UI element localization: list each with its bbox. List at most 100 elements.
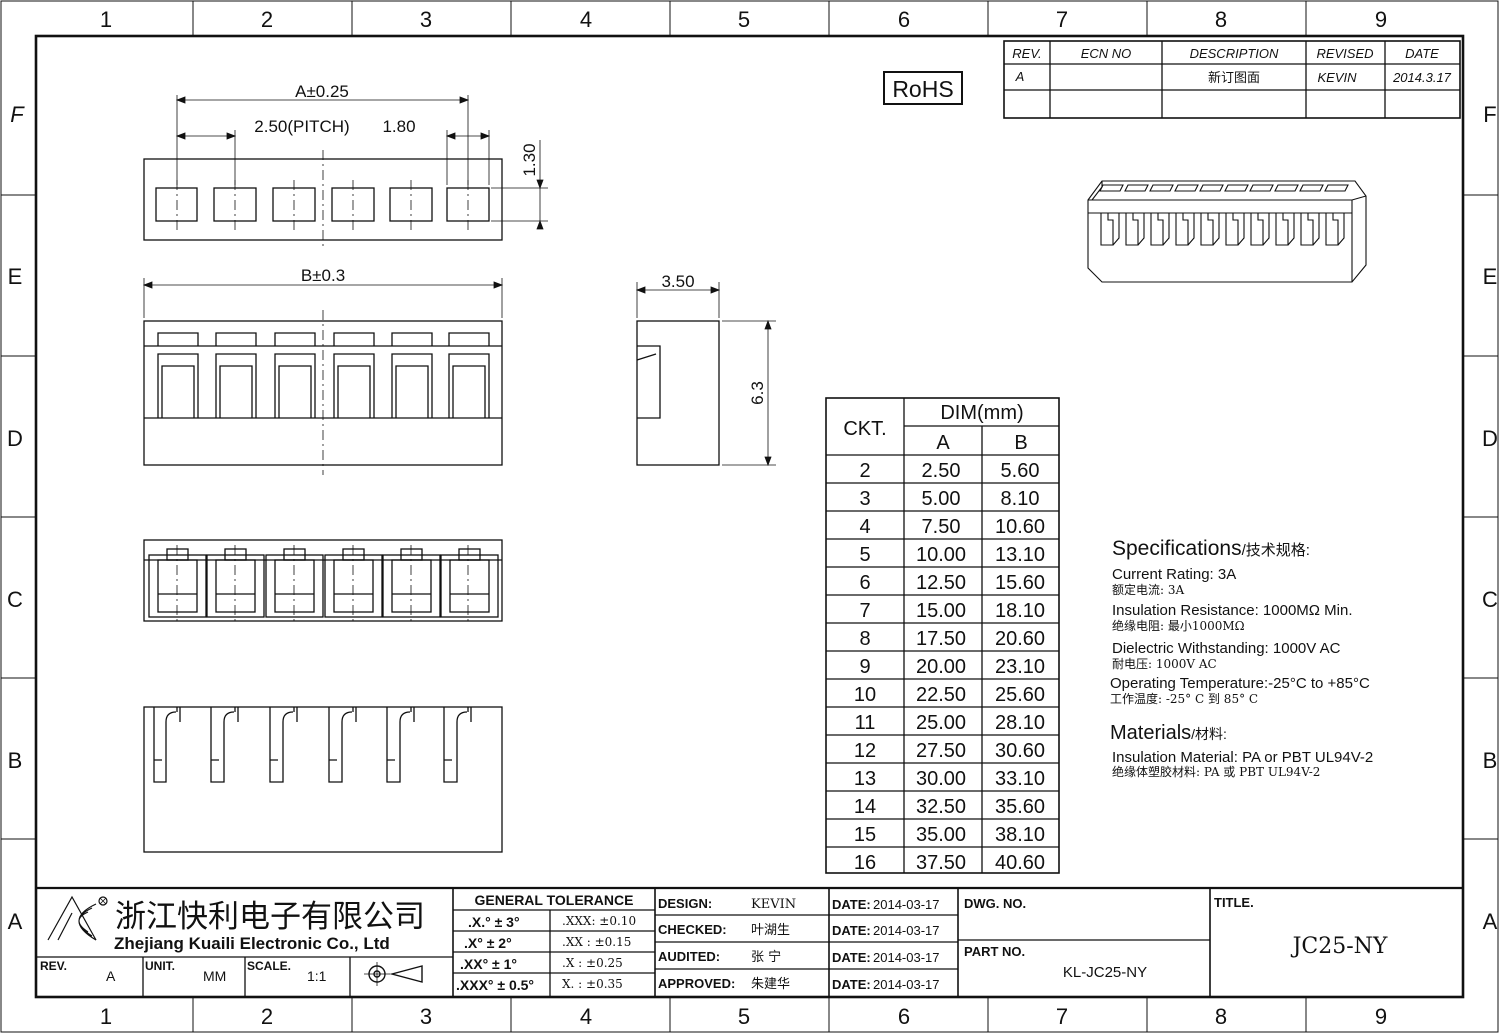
design-label: DESIGN: bbox=[658, 896, 712, 911]
dim-table-ckt: 15 bbox=[854, 824, 876, 846]
dim-table-b: 25.60 bbox=[995, 684, 1045, 706]
tol-angle-1: .X° ± 2° bbox=[464, 935, 512, 951]
spec-dielectric-en: Dielectric Withstanding: 1000V AC bbox=[1112, 640, 1341, 657]
zone-col-5-bottom: 5 bbox=[738, 1004, 750, 1029]
zone-row-d-right: D bbox=[1482, 426, 1498, 451]
dim-table-a: 27.50 bbox=[916, 740, 966, 762]
rev-label: REV. bbox=[40, 959, 67, 973]
inner-border bbox=[34, 34, 1465, 999]
dim-table-b-header: B bbox=[1014, 432, 1027, 454]
zone-row-e-right: E bbox=[1483, 264, 1498, 289]
approved-label: APPROVED: bbox=[658, 976, 735, 991]
rev-value: A bbox=[106, 968, 116, 984]
zone-col-6-bottom: 6 bbox=[898, 1004, 910, 1029]
rev-header-description: DESCRIPTION bbox=[1190, 46, 1279, 61]
zone-row-f-right: F bbox=[1483, 102, 1496, 127]
dim-table-a: 32.50 bbox=[916, 796, 966, 818]
zone-col-1: 1 bbox=[100, 7, 112, 32]
zone-col-3: 3 bbox=[420, 7, 432, 32]
dim-table-b: 38.10 bbox=[995, 824, 1045, 846]
rev-header-rev: REV. bbox=[1012, 46, 1041, 61]
rev-header-revised: REVISED bbox=[1316, 46, 1373, 61]
approved-value: 朱建华 bbox=[751, 977, 790, 992]
spec-dielectric-cn: 耐电压: 1000V AC bbox=[1112, 657, 1217, 671]
title-block bbox=[36, 886, 1463, 997]
dim-table-a: 30.00 bbox=[916, 768, 966, 790]
zone-row-c: C bbox=[7, 587, 23, 612]
projection-symbol-icon bbox=[364, 962, 423, 986]
zone-col-8: 8 bbox=[1215, 7, 1227, 32]
rev-row-description: 新订图面 bbox=[1208, 70, 1260, 85]
dim-table-b: 18.10 bbox=[995, 600, 1045, 622]
dim-table-ckt: 14 bbox=[854, 796, 876, 818]
dim-table-ckt: 10 bbox=[854, 684, 876, 706]
dim-table-ckt-header: CKT. bbox=[843, 418, 886, 440]
dim-table-b: 15.60 bbox=[995, 572, 1045, 594]
dim-table-b: 23.10 bbox=[995, 656, 1045, 678]
dim-table-b: 35.60 bbox=[995, 796, 1045, 818]
zone-row-e: E bbox=[8, 264, 23, 289]
zone-col-9-bottom: 9 bbox=[1375, 1004, 1387, 1029]
dim-table-ckt: 8 bbox=[859, 628, 870, 650]
dim-table-ckt: 16 bbox=[854, 852, 876, 874]
dim-table-a: 17.50 bbox=[916, 628, 966, 650]
bottom-view bbox=[143, 539, 503, 625]
dim-table-b: 33.10 bbox=[995, 768, 1045, 790]
dim-table-b: 10.60 bbox=[995, 516, 1045, 538]
dim-a-label: A±0.25 bbox=[295, 82, 349, 101]
dim-table-b: 8.10 bbox=[1001, 488, 1040, 510]
dwg-no-label: DWG. NO. bbox=[964, 896, 1026, 911]
zone-col-9: 9 bbox=[1375, 7, 1387, 32]
zone-col-7: 7 bbox=[1056, 7, 1068, 32]
rev-row-date: 2014.3.17 bbox=[1392, 70, 1452, 85]
date-label-1: DATE: bbox=[832, 923, 871, 938]
company-name-en: Zhejiang Kuaili Electronic Co., Ltd bbox=[114, 934, 390, 953]
tol-linear-1: .XX : ±0.15 bbox=[562, 935, 631, 949]
zone-col-8-bottom: 8 bbox=[1215, 1004, 1227, 1029]
drawing-title: JC25-NY bbox=[1291, 934, 1388, 959]
dim-table-ckt: 11 bbox=[855, 712, 876, 734]
material-cn: 绝缘体塑胶材料: PA 或 PBT UL94V-2 bbox=[1112, 764, 1320, 779]
zone-col-4-bottom: 4 bbox=[580, 1004, 592, 1029]
spec-current-en: Current Rating: 3A bbox=[1112, 566, 1236, 583]
tol-linear-0: .XXX: ±0.10 bbox=[562, 914, 636, 928]
title-label: TITLE. bbox=[1214, 895, 1254, 910]
zone-col-1-bottom: 1 bbox=[100, 1004, 112, 1029]
unit-label: UNIT. bbox=[145, 959, 175, 973]
dim-table-a: 25.00 bbox=[916, 712, 966, 734]
dim-table-ckt: 9 bbox=[859, 656, 870, 678]
dim-table-ckt: 3 bbox=[859, 488, 870, 510]
date-value-3: 2014-03-17 bbox=[873, 977, 940, 992]
zone-row-b-right: B bbox=[1483, 748, 1498, 773]
zone-row-d: D bbox=[7, 426, 23, 451]
materials-title: Materials/材料: bbox=[1110, 722, 1227, 744]
revision-table: REV. ECN NO DESCRIPTION REVISED DATE A 新… bbox=[1003, 40, 1461, 119]
dim-table-ckt: 5 bbox=[859, 544, 870, 566]
zone-col-2-bottom: 2 bbox=[261, 1004, 273, 1029]
date-value-1: 2014-03-17 bbox=[873, 923, 940, 938]
front-view bbox=[143, 310, 503, 475]
specifications: Specifications/技术规格: Current Rating: 3A … bbox=[1110, 537, 1373, 779]
checked-label: CHECKED: bbox=[658, 922, 727, 937]
zone-col-7-bottom: 7 bbox=[1056, 1004, 1068, 1029]
zone-col-5: 5 bbox=[738, 7, 750, 32]
spec-insulation-en: Insulation Resistance: 1000MΩ Min. bbox=[1112, 602, 1353, 619]
dim-lines-top bbox=[175, 95, 548, 230]
zone-col-6: 6 bbox=[898, 7, 910, 32]
part-no-label: PART NO. bbox=[964, 944, 1025, 959]
zone-row-b: B bbox=[8, 748, 23, 773]
dim-table-a: 12.50 bbox=[916, 572, 966, 594]
dim-pitch-label: 2.50(PITCH) bbox=[254, 117, 349, 136]
spec-current-cn: 额定电流: 3A bbox=[1112, 582, 1184, 597]
tol-angle-3: .XXX° ± 0.5° bbox=[456, 977, 534, 993]
dim-table-b: 28.10 bbox=[995, 712, 1045, 734]
checked-value: 叶湖生 bbox=[751, 923, 790, 938]
zone-row-f: F bbox=[10, 102, 25, 127]
date-label-0: DATE: bbox=[832, 897, 871, 912]
date-value-0: 2014-03-17 bbox=[873, 897, 940, 912]
spec-temp-cn: 工作温度: -25° C 到 85° C bbox=[1110, 691, 1258, 706]
dim-table-a: 22.50 bbox=[916, 684, 966, 706]
dim-table-a: 37.50 bbox=[916, 852, 966, 874]
dim-table-ckt: 6 bbox=[859, 572, 870, 594]
